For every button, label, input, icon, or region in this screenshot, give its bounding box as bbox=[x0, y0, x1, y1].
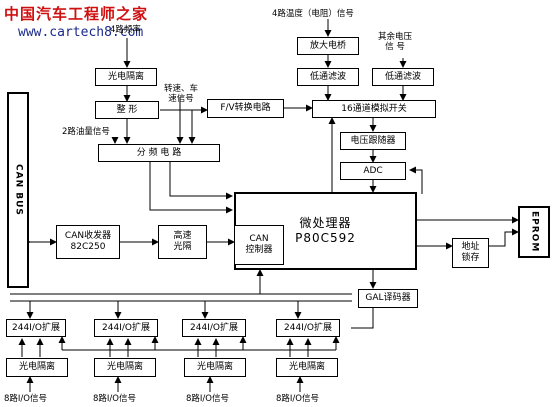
eprom: EPROM bbox=[518, 206, 550, 258]
io-expander-4: 244I/O扩展 bbox=[276, 319, 340, 337]
opto-isolator-bottom-3: 光电隔离 bbox=[184, 358, 246, 377]
gal-decoder: GAL译码器 bbox=[358, 289, 418, 308]
can-transceiver: CAN收发器 82C250 bbox=[56, 225, 120, 259]
io-signal-label-2: 8路I/O信号 bbox=[93, 394, 136, 404]
speed-input-label: 转速、车 速信号 bbox=[164, 84, 199, 104]
opto-isolator-bottom-4: 光电隔离 bbox=[276, 358, 338, 377]
io-signal-label-3: 8路I/O信号 bbox=[186, 394, 229, 404]
can-bus: CAN BUS bbox=[7, 92, 29, 288]
can-controller: CAN 控制器 bbox=[234, 225, 284, 265]
shaping-circuit: 整 形 bbox=[95, 101, 159, 119]
high-speed-opto: 高速 光隔 bbox=[158, 225, 207, 259]
adc: ADC bbox=[340, 162, 406, 180]
fv-converter: F/V转换电路 bbox=[207, 99, 284, 118]
io-expander-3: 244I/O扩展 bbox=[182, 319, 246, 337]
temp-input-label: 4路温度（电阻）信号 bbox=[272, 9, 354, 19]
fuel-input-label: 2路油量信号 bbox=[62, 127, 110, 137]
frequency-divider: 分 频 电 路 bbox=[98, 144, 220, 162]
low-pass-filter-1: 低通滤波 bbox=[297, 68, 359, 86]
opto-isolator-bottom-1: 光电隔离 bbox=[6, 358, 68, 377]
opto-isolator-top: 光电隔离 bbox=[95, 68, 157, 86]
watermark-url: www.cartech8.com bbox=[18, 25, 144, 40]
pulse-input-label: 4路频率 bbox=[110, 25, 141, 35]
io-signal-label-1: 8路I/O信号 bbox=[4, 394, 47, 404]
watermark-title: 中国汽车工程师之家 bbox=[4, 5, 149, 23]
io-expander-2: 244I/O扩展 bbox=[94, 319, 158, 337]
io-expander-1: 244I/O扩展 bbox=[6, 319, 66, 337]
amplifier-bridge: 放大电桥 bbox=[297, 37, 359, 55]
address-latch: 地址 锁存 bbox=[452, 238, 489, 268]
voltage-follower: 电压跟随器 bbox=[340, 132, 406, 150]
voltage-input-label: 其余电压 信 号 bbox=[378, 32, 413, 52]
opto-isolator-bottom-2: 光电隔离 bbox=[94, 358, 156, 377]
analog-mux-16ch: 16通道模拟开关 bbox=[312, 100, 436, 118]
io-signal-label-4: 8路I/O信号 bbox=[276, 394, 319, 404]
low-pass-filter-2: 低通滤波 bbox=[372, 68, 434, 86]
